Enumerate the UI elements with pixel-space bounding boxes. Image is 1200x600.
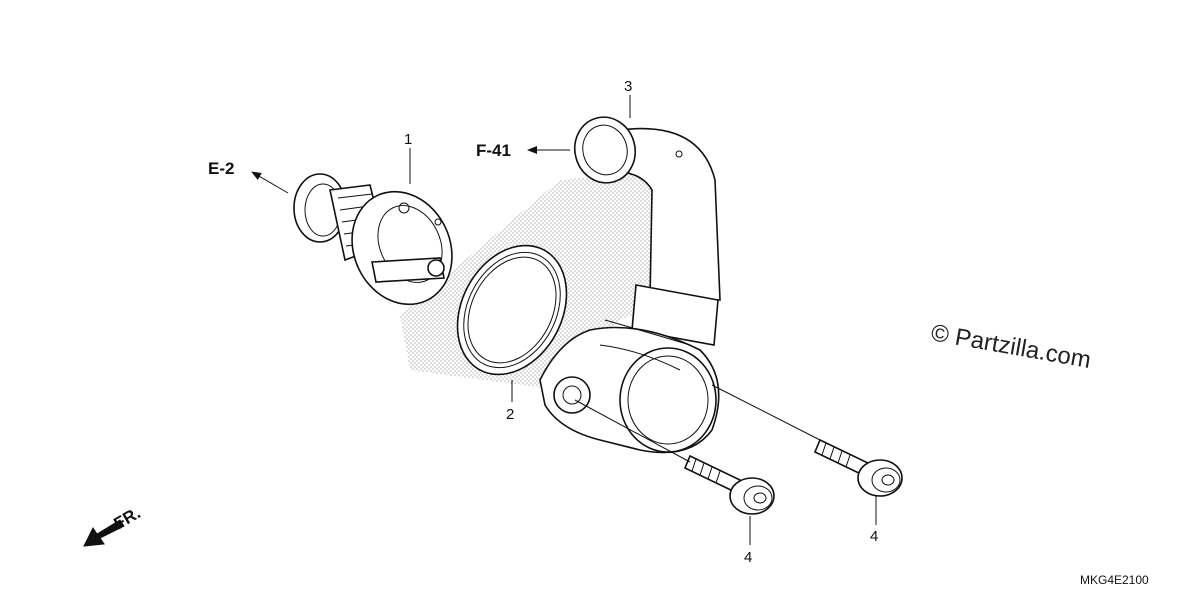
reference-f41[interactable]: F-41 [476, 141, 511, 160]
callout-2: 2 [506, 406, 514, 423]
thermostat-part[interactable] [293, 173, 470, 321]
reference-e2[interactable]: E-2 [208, 159, 234, 178]
direction-arrow-icon [251, 171, 289, 194]
bolt-part-right[interactable] [813, 438, 903, 497]
leader-lines [409, 95, 877, 545]
bolt-part-left[interactable] [683, 454, 775, 515]
o-ring-part[interactable] [436, 226, 588, 393]
thermostat-cover-part[interactable] [539, 110, 721, 454]
callout-4-right: 4 [870, 528, 878, 545]
watermark: © Partzilla.com [929, 319, 1093, 374]
alignment-lines [574, 384, 821, 463]
callout-1: 1 [404, 131, 412, 148]
diagram-code: MKG4E2100 [1080, 573, 1149, 587]
callout-4-left: 4 [744, 549, 752, 566]
front-arrow-icon [83, 519, 125, 547]
callout-3: 3 [624, 78, 632, 95]
